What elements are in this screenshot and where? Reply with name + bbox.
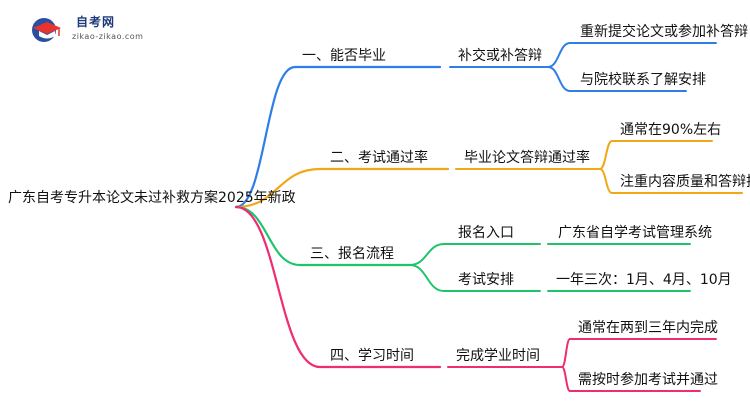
logo-url: zikao-zikao.com [72,32,144,41]
branch-4-leaf-2: 需按时参加考试并通过 [578,372,718,388]
branch-1-leaf-1-link [547,42,571,68]
branch-2-leaf-2-link [599,168,613,194]
mindmap-links [234,42,743,392]
root-node: 广东自考专升本论文未过补救方案2025年新政 [8,190,296,206]
branch-3-sub-1: 报名入口 [458,225,514,241]
branch-4-sub-1: 完成学业时间 [456,348,540,364]
graduation-cap-icon [32,18,61,42]
branch-1-leaf-2: 与院校联系了解安排 [580,72,706,88]
branch-1-label: 一、能否毕业 [302,48,386,64]
logo: 自考网 zikao-zikao.com [14,10,144,50]
branch-3-leaf-2: 一年三次：1月、4月、10月 [556,272,732,288]
branch-1-sub-1: 补交或补答辩 [458,48,542,64]
branch-2-leaf-2: 注重内容质量和答辩技巧 [620,174,750,190]
branch-4-label: 四、学习时间 [330,348,414,364]
branch-4-leaf-2-link [561,366,571,392]
logo-name: 自考网 [76,15,116,29]
branch-2-link [234,167,322,209]
branch-1-leaf-1: 重新提交论文或参加补答辩 [580,24,748,40]
branch-2-leaf-1: 通常在90%左右 [620,122,722,138]
branch-3-sub-2-link [409,264,445,292]
branch-1-leaf-2-link [547,66,571,92]
branch-4-link [234,205,322,369]
branch-3-sub-2: 考试安排 [458,272,514,288]
branch-2-label: 二、考试通过率 [330,150,428,166]
branch-3-leaf-1: 广东省自学考试管理系统 [558,225,712,241]
branch-3-label: 三、报名流程 [310,246,394,262]
branch-2-sub-1: 毕业论文答辩通过率 [464,150,590,166]
branch-4-leaf-1: 通常在两到三年内完成 [578,320,718,336]
branch-2-leaf-1-link [599,140,613,170]
branch-1-link [234,65,297,209]
branch-3-sub-1-link [409,243,445,266]
branch-3-link [234,205,302,267]
branch-4-leaf-1-link [561,338,571,368]
